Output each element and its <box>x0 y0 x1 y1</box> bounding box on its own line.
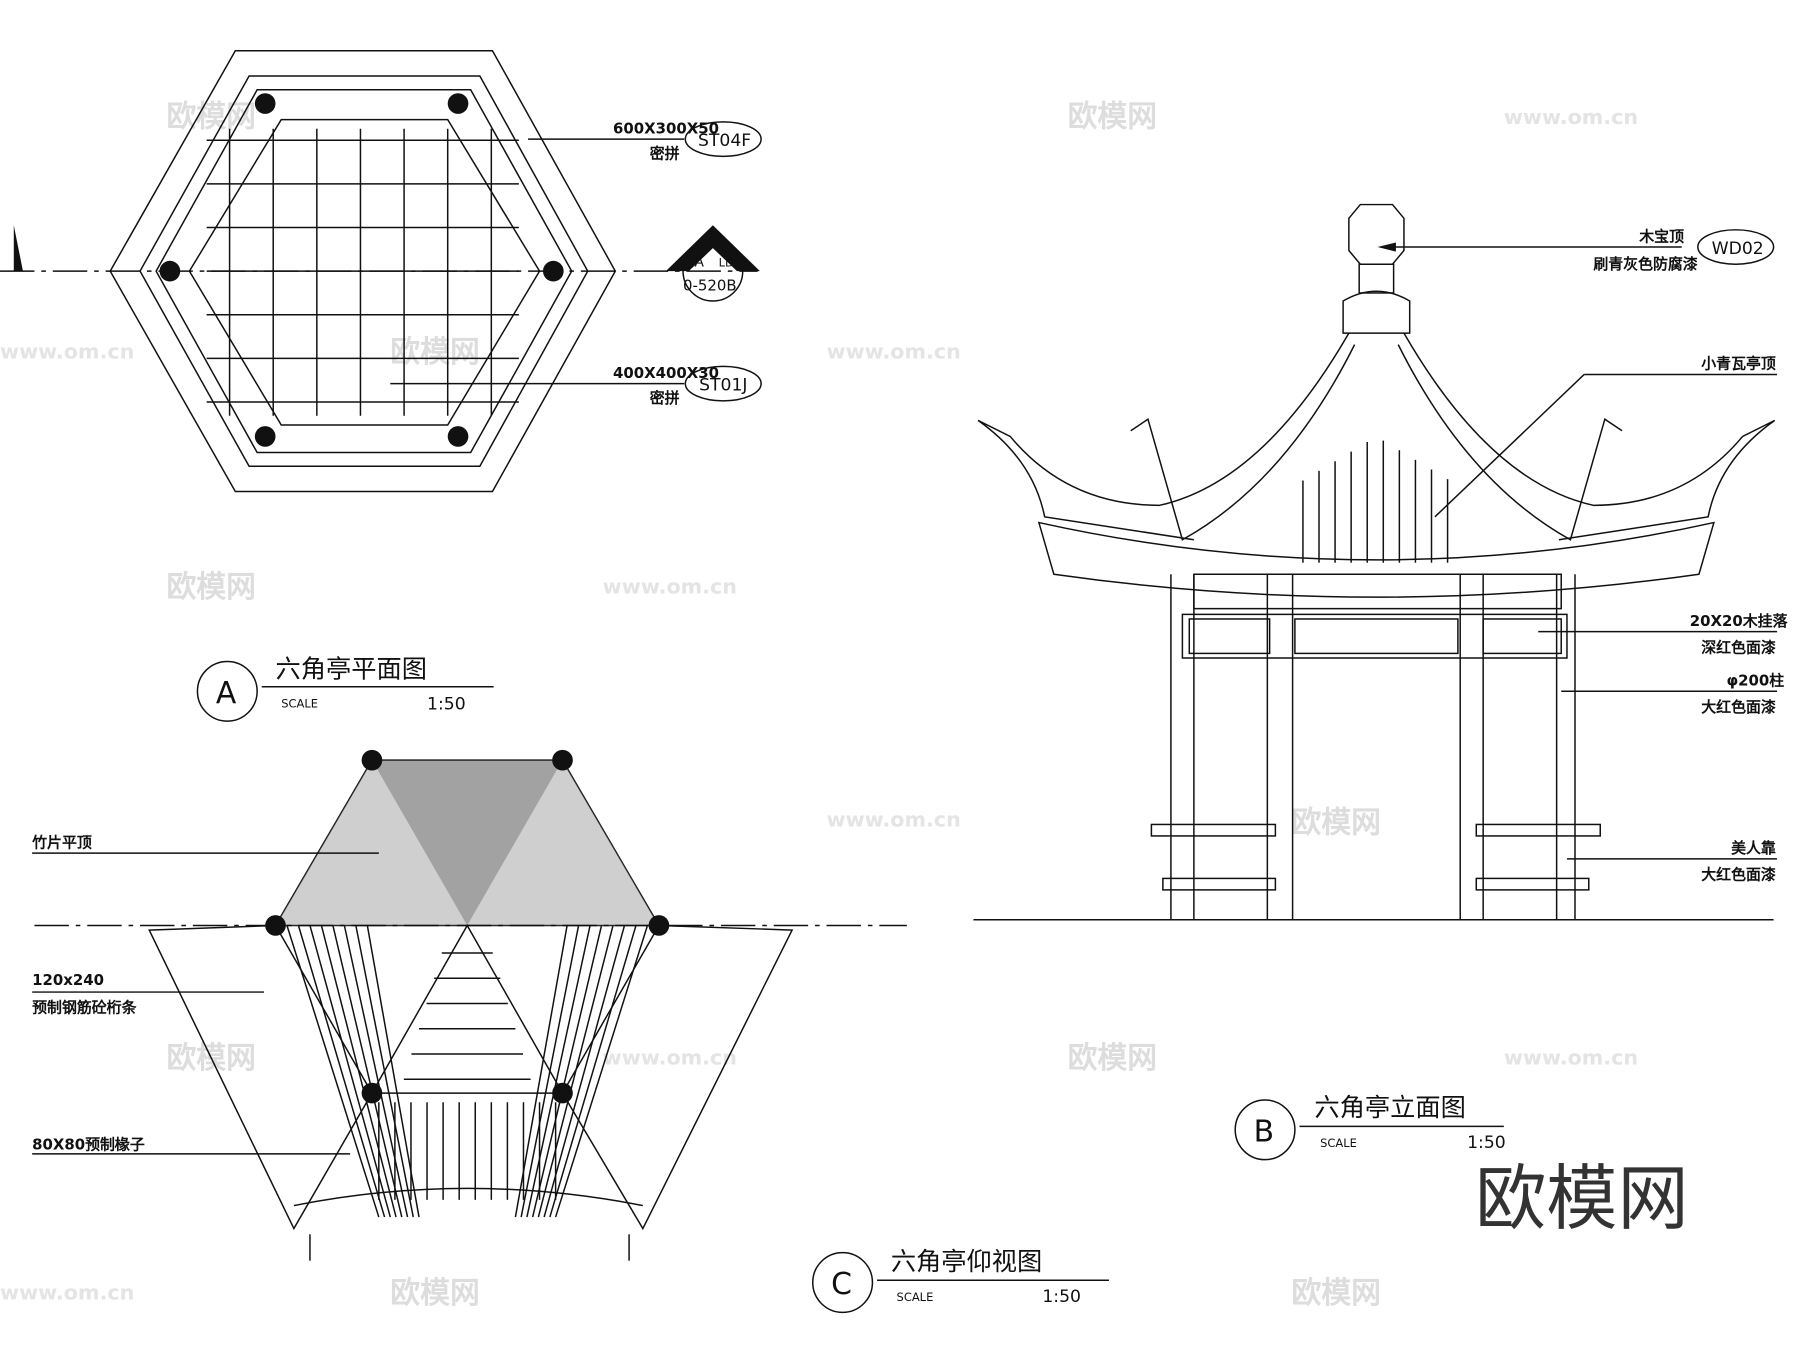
ceiling-view: 竹片平顶 120x240 预制钢筋砼桁条 80X80预制椽子 C 六角亭仰视图 … <box>31 749 1109 1314</box>
elevation-view: 木宝顶 WD02 刷青灰色防腐漆 WD02 小青瓦亭顶 20X20木挂落 深红色… <box>973 203 1789 1161</box>
svg-text:ST04F: ST04F <box>698 131 751 151</box>
svg-text:20X20木挂落: 20X20木挂落 <box>1690 612 1789 630</box>
brand-logo: 欧模网 <box>1475 1157 1688 1240</box>
tag-st04f <box>684 121 762 158</box>
svg-text:欧模网: 欧模网 <box>1291 805 1380 840</box>
elevation-title: 六角亭立面图 <box>1314 1093 1466 1122</box>
svg-text:ST01J: ST01J <box>699 376 747 396</box>
svg-text:www.om.cn: www.om.cn <box>0 1281 134 1305</box>
svg-text:www.om.cn: www.om.cn <box>827 808 961 832</box>
svg-text:1:50: 1:50 <box>427 695 466 715</box>
svg-text:密拼: 密拼 <box>650 145 680 163</box>
svg-text:www.om.cn: www.om.cn <box>603 1045 737 1069</box>
svg-text:密拼: 密拼 <box>650 389 680 407</box>
svg-text:600X300X50: 600X300X50 <box>613 119 719 137</box>
svg-text:SCALE: SCALE <box>1320 1136 1357 1150</box>
svg-text:欧模网: 欧模网 <box>1068 1041 1157 1076</box>
svg-text:www.om.cn: www.om.cn <box>827 339 961 363</box>
svg-text:美人靠: 美人靠 <box>1731 839 1776 857</box>
svg-text:LD: LD <box>719 256 734 270</box>
plan-view: 600X300X50 密拼 ST04F 400X400X30 密拼 ST01J … <box>0 49 762 722</box>
svg-text:120x240: 120x240 <box>32 971 104 989</box>
tag-wd02: WD02 <box>1712 239 1764 259</box>
ceiling-title: 六角亭仰视图 <box>891 1247 1043 1276</box>
svg-text:0-520B: 0-520B <box>683 277 737 295</box>
svg-text:www.om.cn: www.om.cn <box>1504 1045 1638 1069</box>
svg-text:B: B <box>1254 1114 1274 1149</box>
svg-text:SCALE: SCALE <box>897 1290 934 1304</box>
view-marker-a: A <box>216 676 237 711</box>
svg-text:φ200柱: φ200柱 <box>1727 672 1785 690</box>
svg-text:深红色面漆: 深红色面漆 <box>1701 638 1776 656</box>
svg-text:大红色面漆: 大红色面漆 <box>1701 866 1776 884</box>
plan-title: 六角亭平面图 <box>276 655 427 684</box>
watermarks: 欧模网 欧模网 www.om.cn 欧模网 www.om.cn www.om.c… <box>0 99 1689 1311</box>
svg-text:400X400X30: 400X400X30 <box>613 364 719 382</box>
svg-text:欧模网: 欧模网 <box>390 1276 479 1311</box>
svg-text:欧模网: 欧模网 <box>166 99 255 134</box>
svg-text:www.om.cn: www.om.cn <box>603 575 737 599</box>
svg-text:SCALE: SCALE <box>281 696 318 710</box>
svg-text:刷青灰色防腐漆: 刷青灰色防腐漆 <box>1593 255 1697 273</box>
svg-text:欧模网: 欧模网 <box>1068 99 1157 134</box>
svg-text:www.om.cn: www.om.cn <box>1504 105 1638 129</box>
svg-text:预制钢筋砼桁条: 预制钢筋砼桁条 <box>32 999 136 1017</box>
section-marker <box>665 225 760 272</box>
svg-text:1:50: 1:50 <box>1042 1287 1081 1307</box>
svg-text:竹片平顶: 竹片平顶 <box>31 833 92 851</box>
svg-text:欧模网: 欧模网 <box>390 335 479 370</box>
svg-text:欧模网: 欧模网 <box>1291 1276 1380 1311</box>
svg-text:大红色面漆: 大红色面漆 <box>1701 698 1776 716</box>
svg-text:www.om.cn: www.om.cn <box>0 339 134 363</box>
svg-text:80X80预制椽子: 80X80预制椽子 <box>32 1135 145 1153</box>
svg-text:小青瓦亭顶: 小青瓦亭顶 <box>1701 355 1776 373</box>
svg-text:C: C <box>831 1267 852 1302</box>
svg-text:欧模网: 欧模网 <box>166 570 255 605</box>
svg-text:木宝顶: 木宝顶 <box>1638 227 1684 245</box>
svg-text:1:50: 1:50 <box>1467 1133 1506 1153</box>
svg-text:A: A <box>695 255 705 271</box>
